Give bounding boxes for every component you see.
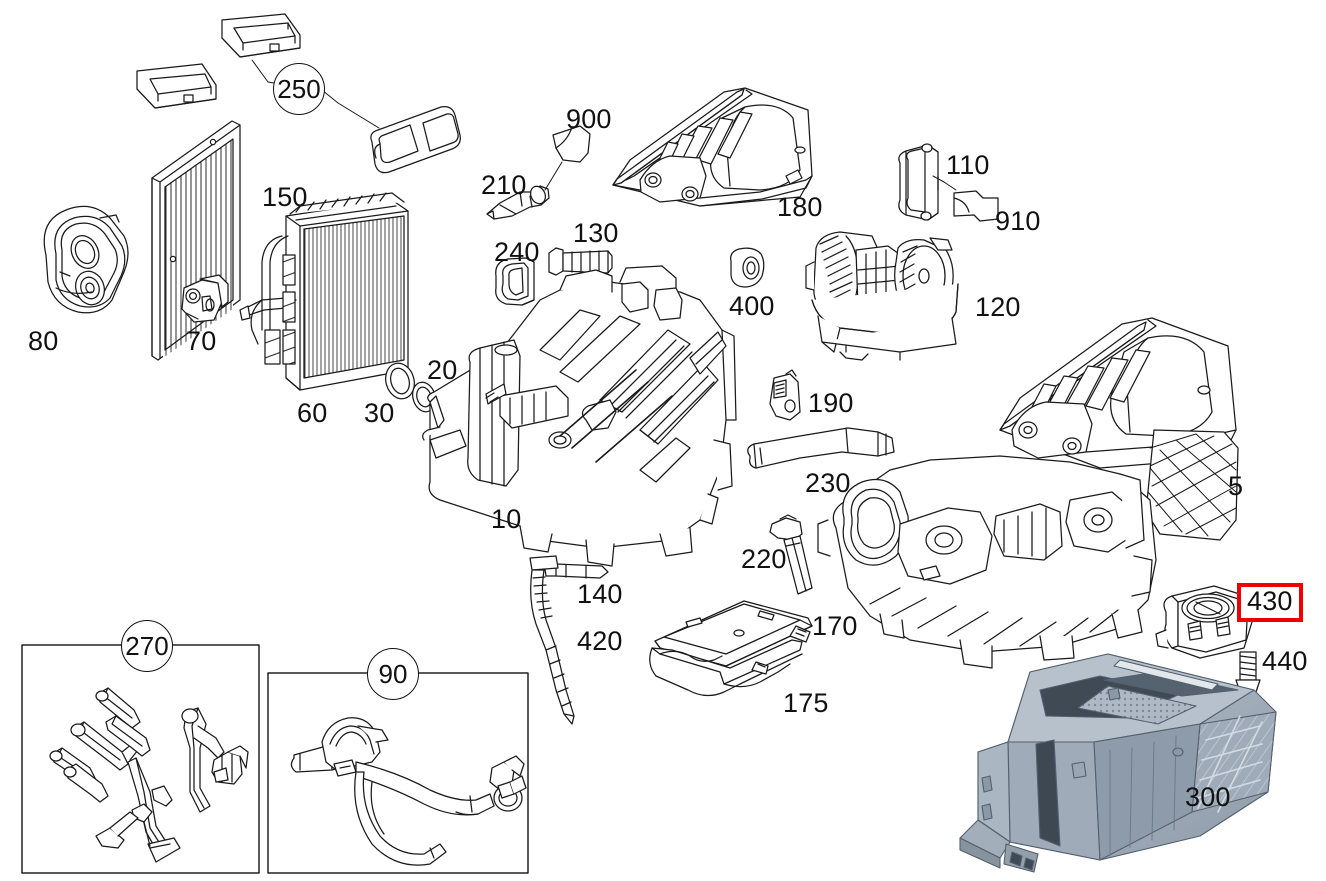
callout-circle-270: 270 xyxy=(121,620,173,672)
part-170-cover-panel xyxy=(654,600,813,667)
part-label-10: 10 xyxy=(491,504,522,534)
part-175-seal-gasket-panel xyxy=(649,639,803,697)
part-250-seal-set xyxy=(136,13,461,174)
part-label-20: 20 xyxy=(427,355,458,385)
part-180-air-duct-housing-cover xyxy=(612,87,813,207)
part-10-heater-housing-center xyxy=(422,265,737,567)
part-900-connector-plug-tag xyxy=(552,125,591,163)
callout-label-270: 270 xyxy=(125,630,169,661)
part-910-connector-plug-tag-2 xyxy=(943,181,999,222)
part-label-430-highlighted: 430 xyxy=(1237,583,1303,622)
part-label-230: 230 xyxy=(805,468,851,498)
part-label-170: 170 xyxy=(812,611,858,641)
callout-circle-90: 90 xyxy=(367,648,419,700)
part-140-clip-small xyxy=(544,563,609,579)
part-5-air-conditioner-housing-right xyxy=(817,317,1239,669)
part-label-900: 900 xyxy=(566,104,612,134)
part-150-cabin-air-filter xyxy=(151,120,241,361)
part-label-420: 420 xyxy=(577,626,623,656)
part-label-180: 180 xyxy=(777,192,823,222)
part-210-temperature-sensor-probe xyxy=(486,161,563,220)
part-60-evaporator-core xyxy=(239,192,409,391)
callout-label-90: 90 xyxy=(378,658,408,689)
inset-box-90-frame xyxy=(267,672,529,874)
part-label-400: 400 xyxy=(729,291,775,321)
part-label-220: 220 xyxy=(741,544,787,574)
part-80-blower-scroll-cover xyxy=(43,205,129,314)
part-label-300: 300 xyxy=(1185,782,1231,812)
part-190-actuator-small xyxy=(769,369,801,421)
part-30-o-ring-small xyxy=(385,362,415,400)
callout-label-250: 250 xyxy=(277,73,321,104)
part-label-240: 240 xyxy=(494,237,540,267)
part-label-110: 110 xyxy=(946,150,990,180)
part-label-440: 440 xyxy=(1262,646,1308,676)
part-label-130: 130 xyxy=(573,218,619,248)
part-130-bolt-ribbed xyxy=(548,247,613,276)
part-90-refrigerant-hose-assembly xyxy=(290,717,527,866)
part-label-150: 150 xyxy=(262,182,308,212)
part-120-blower-motor-assembly xyxy=(805,231,959,361)
part-110-blower-regulator xyxy=(898,143,945,221)
part-label-5: 5 xyxy=(1228,471,1244,501)
part-220-sensor-probe-short xyxy=(769,514,813,595)
part-label-910: 910 xyxy=(995,206,1041,236)
part-300-lower-air-distribution-housing xyxy=(959,653,1277,873)
part-label-120: 120 xyxy=(975,292,1021,322)
callout-circle-250: 250 xyxy=(273,63,325,115)
part-label-60: 60 xyxy=(297,398,328,428)
part-label-140: 140 xyxy=(577,579,623,609)
part-230-drain-hose xyxy=(747,427,895,469)
part-label-80: 80 xyxy=(28,326,59,356)
part-240-grommet-seal xyxy=(495,257,535,306)
part-label-30: 30 xyxy=(364,398,395,428)
part-label-210: 210 xyxy=(481,170,527,200)
part-400-grommet-plug xyxy=(730,247,765,288)
part-70-expansion-valve xyxy=(181,274,229,323)
part-420-drain-tube-corrugated xyxy=(529,555,575,725)
part-label-70: 70 xyxy=(186,326,217,356)
part-270-linkage-lever-kit xyxy=(49,687,249,863)
part-label-190: 190 xyxy=(808,388,854,418)
part-label-175: 175 xyxy=(783,688,829,718)
